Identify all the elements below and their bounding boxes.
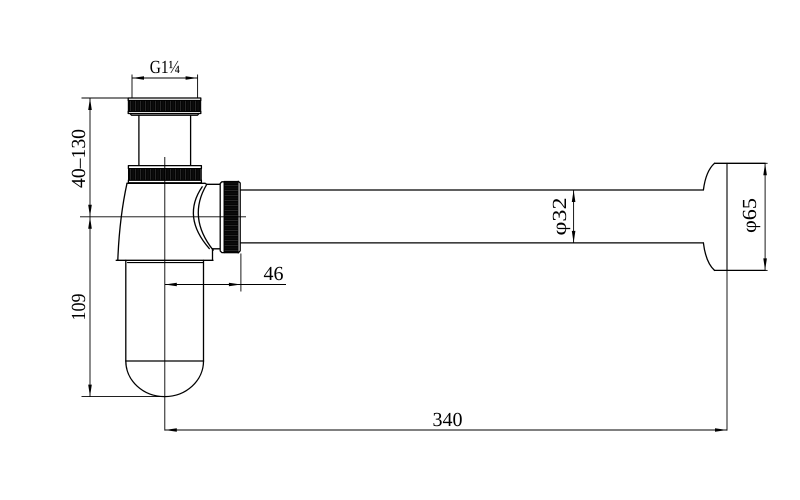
svg-text:340: 340 xyxy=(433,409,463,431)
svg-text:40–130: 40–130 xyxy=(68,129,90,188)
svg-text:φ65: φ65 xyxy=(739,198,761,233)
svg-text:φ32: φ32 xyxy=(549,198,571,236)
svg-text:46: 46 xyxy=(264,263,284,285)
svg-text:109: 109 xyxy=(68,294,90,321)
svg-text:G1¼: G1¼ xyxy=(150,58,181,78)
